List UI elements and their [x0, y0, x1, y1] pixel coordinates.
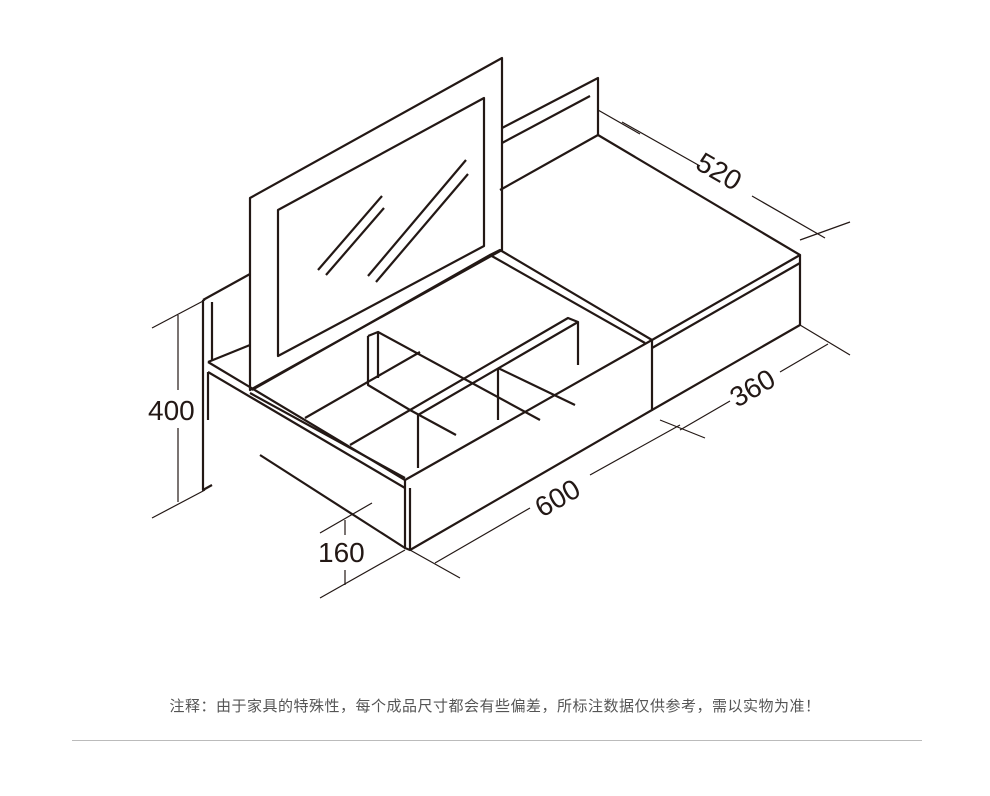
dimension-lines	[151, 109, 851, 599]
tray	[206, 248, 654, 552]
dim-160: 160	[318, 537, 365, 568]
dim-600: 600	[530, 473, 586, 523]
dim-520: 520	[691, 146, 747, 196]
dim-400: 400	[148, 395, 195, 426]
divider	[72, 740, 922, 741]
dim-360: 360	[725, 363, 781, 413]
back-panel	[201, 76, 600, 492]
mirror	[248, 56, 504, 392]
disclaimer-note: 注释：由于家具的特殊性，每个成品尺寸都会有些偏差，所标注数据仅供参考，需以实物为…	[169, 697, 821, 715]
